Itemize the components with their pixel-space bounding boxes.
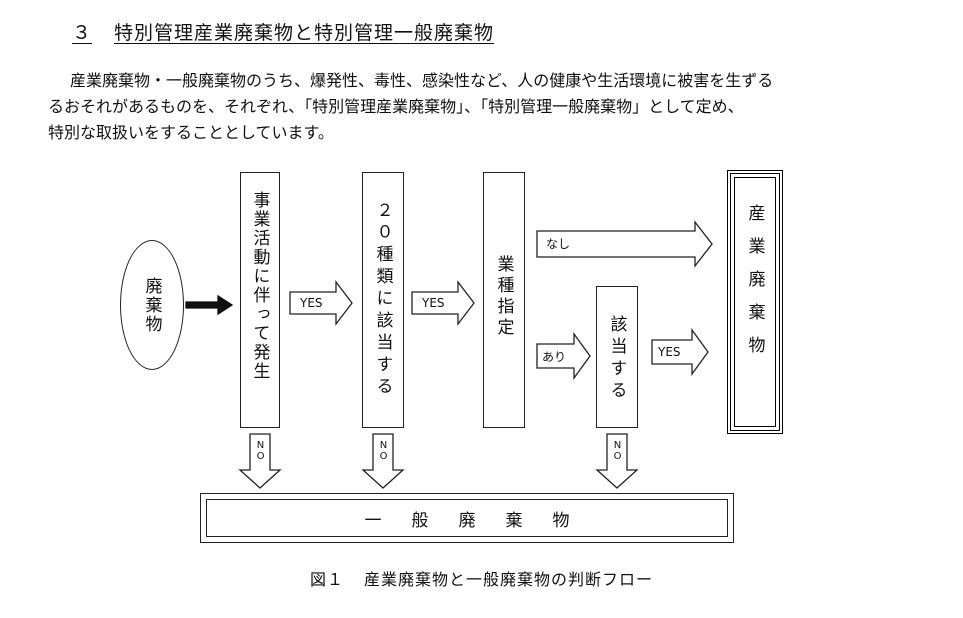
exists-label: あり	[542, 350, 567, 364]
step2-label: ２０種類に該当する	[372, 201, 393, 399]
paragraph-line: るおそれがあるものを、それぞれ、「特別管理産業廃棄物」、「特別管理一般廃棄物」と…	[48, 97, 744, 116]
no-label-3: NO	[612, 440, 623, 462]
result-general-inner: 一般廃棄物	[206, 499, 728, 537]
paragraph-line: 産業廃棄物・一般廃棄物のうち、爆発性、毒性、感染性など、人の健康や生活環境に被害…	[70, 71, 774, 90]
start-arrow	[185, 294, 234, 316]
section-title: 特別管理産業廃棄物と特別管理一般廃棄物	[114, 22, 495, 44]
none-arrow	[536, 220, 713, 268]
paragraph-line: 特別な取扱いをすることとしています。	[48, 123, 334, 142]
start-label: 廃棄物	[141, 276, 162, 334]
figure-caption: 図１ 産業廃棄物と一般廃棄物の判断フロー	[0, 566, 963, 590]
yes-arrow-3	[651, 328, 709, 376]
step-applicable: 該当する	[596, 286, 638, 428]
step4-label: 該当する	[606, 315, 627, 403]
no-arrow-2	[361, 433, 405, 489]
step-industry-designation: 業種指定	[483, 172, 525, 428]
step-business-activity: 事業活動に伴って発生	[240, 172, 280, 428]
step1-label: 事業活動に伴って発生	[249, 191, 270, 381]
result-general-label: 一般廃棄物	[364, 510, 600, 531]
section-number: ３	[72, 22, 93, 44]
result-industrial-label: 産業廃棄物	[744, 204, 765, 369]
step-20-types: ２０種類に該当する	[362, 172, 404, 428]
no-arrow-3	[595, 433, 639, 489]
exists-arrow	[536, 332, 591, 380]
no-label-2: NO	[378, 440, 389, 462]
step3-label: 業種指定	[493, 255, 514, 339]
figure-title: 産業廃棄物と一般廃棄物の判断フロー	[364, 570, 654, 589]
yes-label-3: YES	[658, 345, 681, 359]
section-heading: ３ 特別管理産業廃棄物と特別管理一般廃棄物	[72, 18, 494, 45]
result-industrial-waste: 産業廃棄物	[727, 170, 783, 434]
result-general-waste: 一般廃棄物	[200, 493, 734, 543]
figure-number: 図１	[309, 570, 344, 589]
start-node: 廃棄物	[120, 240, 184, 370]
yes-label-2: YES	[422, 296, 445, 310]
no-label-1: NO	[255, 440, 266, 462]
none-label: なし	[546, 237, 571, 251]
no-arrow-1	[238, 433, 282, 489]
yes-label-1: YES	[300, 296, 323, 310]
intro-paragraph: 産業廃棄物・一般廃棄物のうち、爆発性、毒性、感染性など、人の健康や生活環境に被害…	[48, 68, 928, 146]
yes-arrow-1	[289, 280, 353, 326]
yes-arrow-2	[411, 280, 475, 326]
